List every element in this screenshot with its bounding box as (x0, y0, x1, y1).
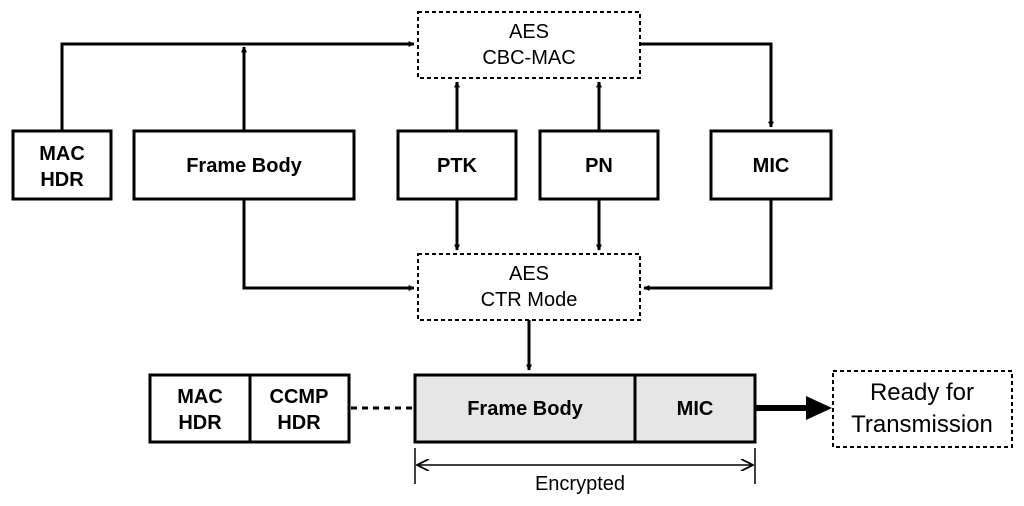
frame-body-bottom-label: Frame Body (467, 398, 583, 420)
encrypted-span: Encrypted (414, 448, 756, 495)
aes-cbc-mac-box: AES CBC-MAC (417, 11, 641, 79)
aes-ctr-line1: AES (509, 263, 549, 285)
arrow-mac-hdr-to-cbc-mac (60, 41, 415, 131)
ccmp-hdr-box: CCMP HDR (248, 373, 351, 444)
mac-hdr-box-top: MAC HDR (11, 129, 113, 201)
frame-body-box-top: Frame Body (132, 129, 356, 201)
arrow-to-ready (755, 396, 832, 420)
ccmp-hdr-line1: CCMP (270, 386, 329, 408)
ready-for-transmission-box: Ready for Transmission (832, 370, 1013, 448)
aes-ctr-line2: CTR Mode (481, 289, 578, 311)
ptk-label: PTK (437, 155, 478, 177)
aes-cbc-mac-line1: AES (509, 21, 549, 43)
mic-box-top: MIC (709, 129, 833, 201)
arrow-mic-to-ctr (643, 199, 773, 291)
mic-box-encrypted: MIC (633, 373, 757, 444)
frame-body-top-label: Frame Body (186, 155, 302, 177)
aes-cbc-mac-line2: CBC-MAC (482, 47, 575, 69)
mac-hdr-box-bottom: MAC HDR (148, 373, 252, 444)
mic-top-label: MIC (753, 155, 790, 177)
pn-box: PN (538, 129, 660, 201)
connectors (60, 41, 774, 371)
arrow-frame-body-to-ctr (242, 199, 415, 291)
ccmp-hdr-line2: HDR (277, 412, 321, 434)
mac-hdr-bottom-line2: HDR (178, 412, 222, 434)
pn-label: PN (585, 155, 613, 177)
mac-hdr-top-line1: MAC (39, 143, 85, 165)
mac-hdr-top-line2: HDR (40, 169, 84, 191)
frame-body-box-encrypted: Frame Body (413, 373, 637, 444)
ptk-box: PTK (396, 129, 518, 201)
mic-bottom-label: MIC (677, 398, 714, 420)
mac-hdr-bottom-line1: MAC (177, 386, 223, 408)
ready-line1: Ready for (870, 379, 974, 406)
arrow-cbc-mac-to-mic (640, 42, 774, 128)
encrypted-label: Encrypted (535, 473, 625, 495)
ready-line2: Transmission (851, 411, 993, 438)
aes-ctr-box: AES CTR Mode (417, 253, 641, 321)
